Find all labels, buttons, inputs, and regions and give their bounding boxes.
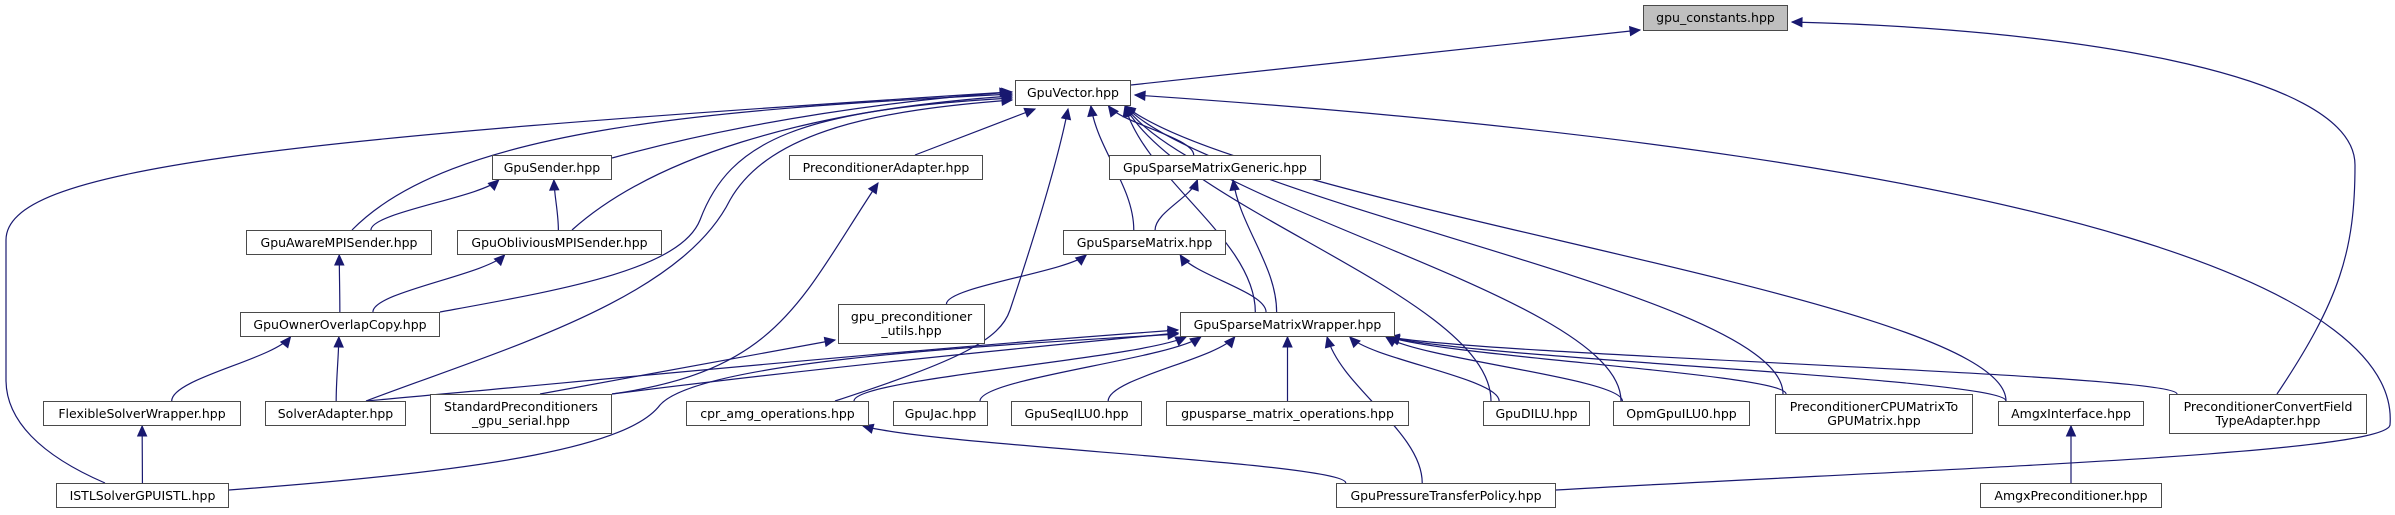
edge-OpmGpuILU0-to-GpuVector: [1124, 105, 1622, 402]
edge-GpuVector-to-gpu_constants-arrowhead: [1628, 25, 1642, 37]
edge-cpr_amg_operations-to-GpuSparseMatrixWrapper: [853, 336, 1187, 402]
node-cpr_amg_operations[interactable]: cpr_amg_operations.hpp: [686, 401, 869, 426]
edge-GpuOwnerOverlapCopy-to-GpuVector: [439, 97, 1013, 313]
node-OpmGpuILU0[interactable]: OpmGpuILU0.hpp: [1613, 401, 1750, 426]
node-gpusparse_matrix_operations[interactable]: gpusparse_matrix_operations.hpp: [1166, 401, 1409, 426]
node-GpuSeqILU0[interactable]: GpuSeqILU0.hpp: [1011, 401, 1142, 426]
edge-GpuDILU-to-GpuVector: [1124, 105, 1492, 402]
node-StandardPreconditioners[interactable]: StandardPreconditioners _gpu_serial.hpp: [430, 394, 612, 434]
edge-GpuObliviousMPISender-to-GpuVector: [571, 95, 1013, 231]
edge-cpr_amg_operations-to-GpuVector: [834, 108, 1069, 402]
edge-PreconditionerCPUMatrixToGPUMatrix-to-GpuSparseMatrixWrapper: [1388, 336, 1787, 395]
edge-gpu_preconditioner_utils-to-GpuSparseMatrix-arrowhead: [1074, 254, 1088, 266]
node-PreconditionerConvertFieldTypeAdapter[interactable]: PreconditionerConvertField TypeAdapter.h…: [2169, 394, 2367, 434]
edge-OpmGpuILU0-to-GpuSparseMatrixWrapper: [1385, 336, 1623, 402]
edge-GpuSparseMatrixWrapper-to-GpuSparseMatrix-arrowhead: [1179, 253, 1191, 267]
edge-GpuAwareMPISender-to-GpuSender: [370, 179, 500, 231]
edge-PreconditionerConvertFieldTypeAdapter-to-gpu_constants-arrowhead: [1790, 16, 1803, 28]
edge-PreconditionerAdapter-to-GpuVector-arrowhead: [1023, 107, 1037, 118]
edge-GpuSparseMatrixGeneric-to-GpuVector-arrowhead: [1107, 105, 1120, 118]
edge-ISTLSolverGPUISTL-to-FlexibleSolverWrapper-arrowhead: [136, 424, 148, 437]
edge-GpuOwnerOverlapCopy-to-GpuObliviousMPISender-arrowhead: [493, 254, 506, 267]
edge-GpuAwareMPISender-to-GpuVector: [351, 93, 1013, 231]
edge-SolverAdapter-to-GpuSparseMatrixWrapper: [365, 329, 1179, 402]
edge-GpuSparseMatrixGeneric-to-GpuVector: [1108, 105, 1195, 156]
edge-AmgxInterface-to-GpuVector: [1124, 105, 2007, 402]
node-SolverAdapter[interactable]: SolverAdapter.hpp: [265, 401, 406, 426]
node-GpuObliviousMPISender[interactable]: GpuObliviousMPISender.hpp: [457, 230, 662, 255]
edge-GpuSparseMatrixWrapper-to-GpuSparseMatrixGeneric: [1232, 179, 1278, 313]
edge-SolverAdapter-to-GpuVector-arrowhead: [1001, 95, 1014, 107]
edge-GpuSparseMatrix-to-GpuVector-arrowhead: [1087, 104, 1098, 118]
edge-ISTLSolverGPUISTL-to-GpuSparseMatrixWrapper-arrowhead: [1167, 329, 1180, 340]
edge-GpuPressureTransferPolicy-to-GpuVector-arrowhead: [1133, 90, 1146, 101]
node-GpuSparseMatrixWrapper[interactable]: GpuSparseMatrixWrapper.hpp: [1180, 312, 1395, 337]
edge-GpuOwnerOverlapCopy-to-GpuObliviousMPISender: [372, 254, 506, 313]
edge-PreconditionerConvertFieldTypeAdapter-to-gpu_constants: [1791, 21, 2356, 395]
node-GpuSender[interactable]: GpuSender.hpp: [492, 155, 612, 180]
edge-GpuSeqILU0-to-GpuSparseMatrixWrapper-arrowhead: [1223, 336, 1236, 349]
node-AmgxPreconditioner[interactable]: AmgxPreconditioner.hpp: [1980, 483, 2162, 508]
edge-GpuDILU-to-GpuSparseMatrixWrapper: [1349, 336, 1500, 402]
node-FlexibleSolverWrapper[interactable]: FlexibleSolverWrapper.hpp: [43, 401, 241, 426]
edge-GpuSparseMatrixWrapper-to-GpuSparseMatrixGeneric-arrowhead: [1229, 178, 1240, 192]
node-gpu_preconditioner_utils[interactable]: gpu_preconditioner _utils.hpp: [838, 304, 985, 344]
edge-GpuDILU-to-GpuSparseMatrixWrapper-arrowhead: [1348, 336, 1361, 349]
node-GpuJac[interactable]: GpuJac.hpp: [893, 401, 988, 426]
node-GpuSparseMatrixGeneric[interactable]: GpuSparseMatrixGeneric.hpp: [1109, 155, 1321, 180]
edge-ISTLSolverGPUISTL-to-GpuVector-arrowhead: [999, 87, 1012, 98]
edge-StandardPreconditioners-to-gpu_preconditioner_utils-arrowhead: [823, 336, 837, 348]
node-GpuSparseMatrix[interactable]: GpuSparseMatrix.hpp: [1063, 230, 1226, 255]
edge-cpr_amg_operations-to-GpuVector-arrowhead: [1060, 107, 1072, 121]
node-GpuOwnerOverlapCopy[interactable]: GpuOwnerOverlapCopy.hpp: [240, 312, 440, 337]
edge-SolverAdapter-to-GpuVector: [365, 99, 1013, 402]
node-AmgxInterface[interactable]: AmgxInterface.hpp: [1998, 401, 2144, 426]
edge-GpuPressureTransferPolicy-to-GpuSparseMatrixWrapper-arrowhead: [1324, 335, 1336, 349]
edge-PreconditionerAdapter-to-GpuVector: [914, 108, 1036, 156]
edge-FlexibleSolverWrapper-to-GpuOwnerOverlapCopy-arrowhead: [279, 336, 292, 349]
edge-GpuObliviousMPISender-to-GpuSender-arrowhead: [549, 178, 560, 191]
edge-PreconditionerConvertFieldTypeAdapter-to-GpuSparseMatrixWrapper: [1388, 336, 2178, 395]
edge-GpuSeqILU0-to-GpuSparseMatrixWrapper: [1107, 336, 1236, 402]
edge-PreconditionerCPUMatrixToGPUMatrix-to-GpuVector: [1124, 105, 1784, 395]
edge-GpuVector-to-gpu_constants: [1130, 29, 1641, 86]
edge-GpuJac-to-GpuSparseMatrixWrapper: [979, 336, 1202, 402]
edge-StandardPreconditioners-to-gpu_preconditioner_utils: [539, 339, 836, 395]
node-PreconditionerAdapter[interactable]: PreconditionerAdapter.hpp: [789, 155, 983, 180]
node-ISTLSolverGPUISTL[interactable]: ISTLSolverGPUISTL.hpp: [56, 483, 229, 508]
edge-AmgxInterface-to-GpuSparseMatrixWrapper: [1388, 336, 2007, 402]
edge-FlexibleSolverWrapper-to-GpuOwnerOverlapCopy: [171, 336, 291, 402]
edge-GpuSparseMatrixWrapper-to-GpuSparseMatrix: [1179, 254, 1267, 313]
edge-SolverAdapter-to-GpuOwnerOverlapCopy-arrowhead: [333, 335, 344, 348]
edge-GpuJac-to-GpuSparseMatrixWrapper-arrowhead: [1189, 336, 1202, 348]
edge-StandardPreconditioners-to-PreconditionerAdapter-arrowhead: [867, 181, 879, 195]
edge-GpuAwareMPISender-to-GpuSender-arrowhead: [487, 179, 500, 191]
node-gpu_constants[interactable]: gpu_constants.hpp: [1643, 5, 1788, 31]
edge-GpuSparseMatrix-to-GpuSparseMatrixGeneric-arrowhead: [1188, 178, 1199, 192]
node-GpuPressureTransferPolicy[interactable]: GpuPressureTransferPolicy.hpp: [1336, 483, 1556, 508]
edge-AmgxInterface-to-GpuVector-arrowhead: [1124, 105, 1137, 117]
edge-gpu_preconditioner_utils-to-GpuSparseMatrix: [945, 254, 1087, 305]
node-PreconditionerCPUMatrixToGPUMatrix[interactable]: PreconditionerCPUMatrixTo GPUMatrix.hpp: [1775, 394, 1973, 434]
edge-GpuPressureTransferPolicy-to-GpuVector: [1134, 94, 2391, 491]
edge-GpuSparseMatrixWrapper-to-GpuVector: [1124, 105, 1256, 313]
edge-StandardPreconditioners-to-PreconditionerAdapter: [611, 182, 879, 395]
edge-StandardPreconditioners-to-GpuSparseMatrixWrapper: [611, 332, 1179, 395]
edge-AmgxPreconditioner-to-AmgxInterface-arrowhead: [2065, 424, 2077, 437]
edge-GpuPressureTransferPolicy-to-cpr_amg_operations: [862, 425, 1347, 484]
node-GpuVector[interactable]: GpuVector.hpp: [1015, 80, 1131, 106]
edge-GpuOwnerOverlapCopy-to-GpuAwareMPISender-arrowhead: [334, 253, 345, 266]
edge-ISTLSolverGPUISTL-to-GpuVector: [5, 91, 1011, 484]
edge-gpusparse_matrix_operations-to-GpuSparseMatrixWrapper-arrowhead: [1282, 335, 1293, 348]
node-GpuDILU[interactable]: GpuDILU.hpp: [1483, 401, 1590, 426]
node-GpuAwareMPISender[interactable]: GpuAwareMPISender.hpp: [246, 230, 432, 255]
edge-ISTLSolverGPUISTL-to-GpuSparseMatrixWrapper: [228, 333, 1179, 491]
